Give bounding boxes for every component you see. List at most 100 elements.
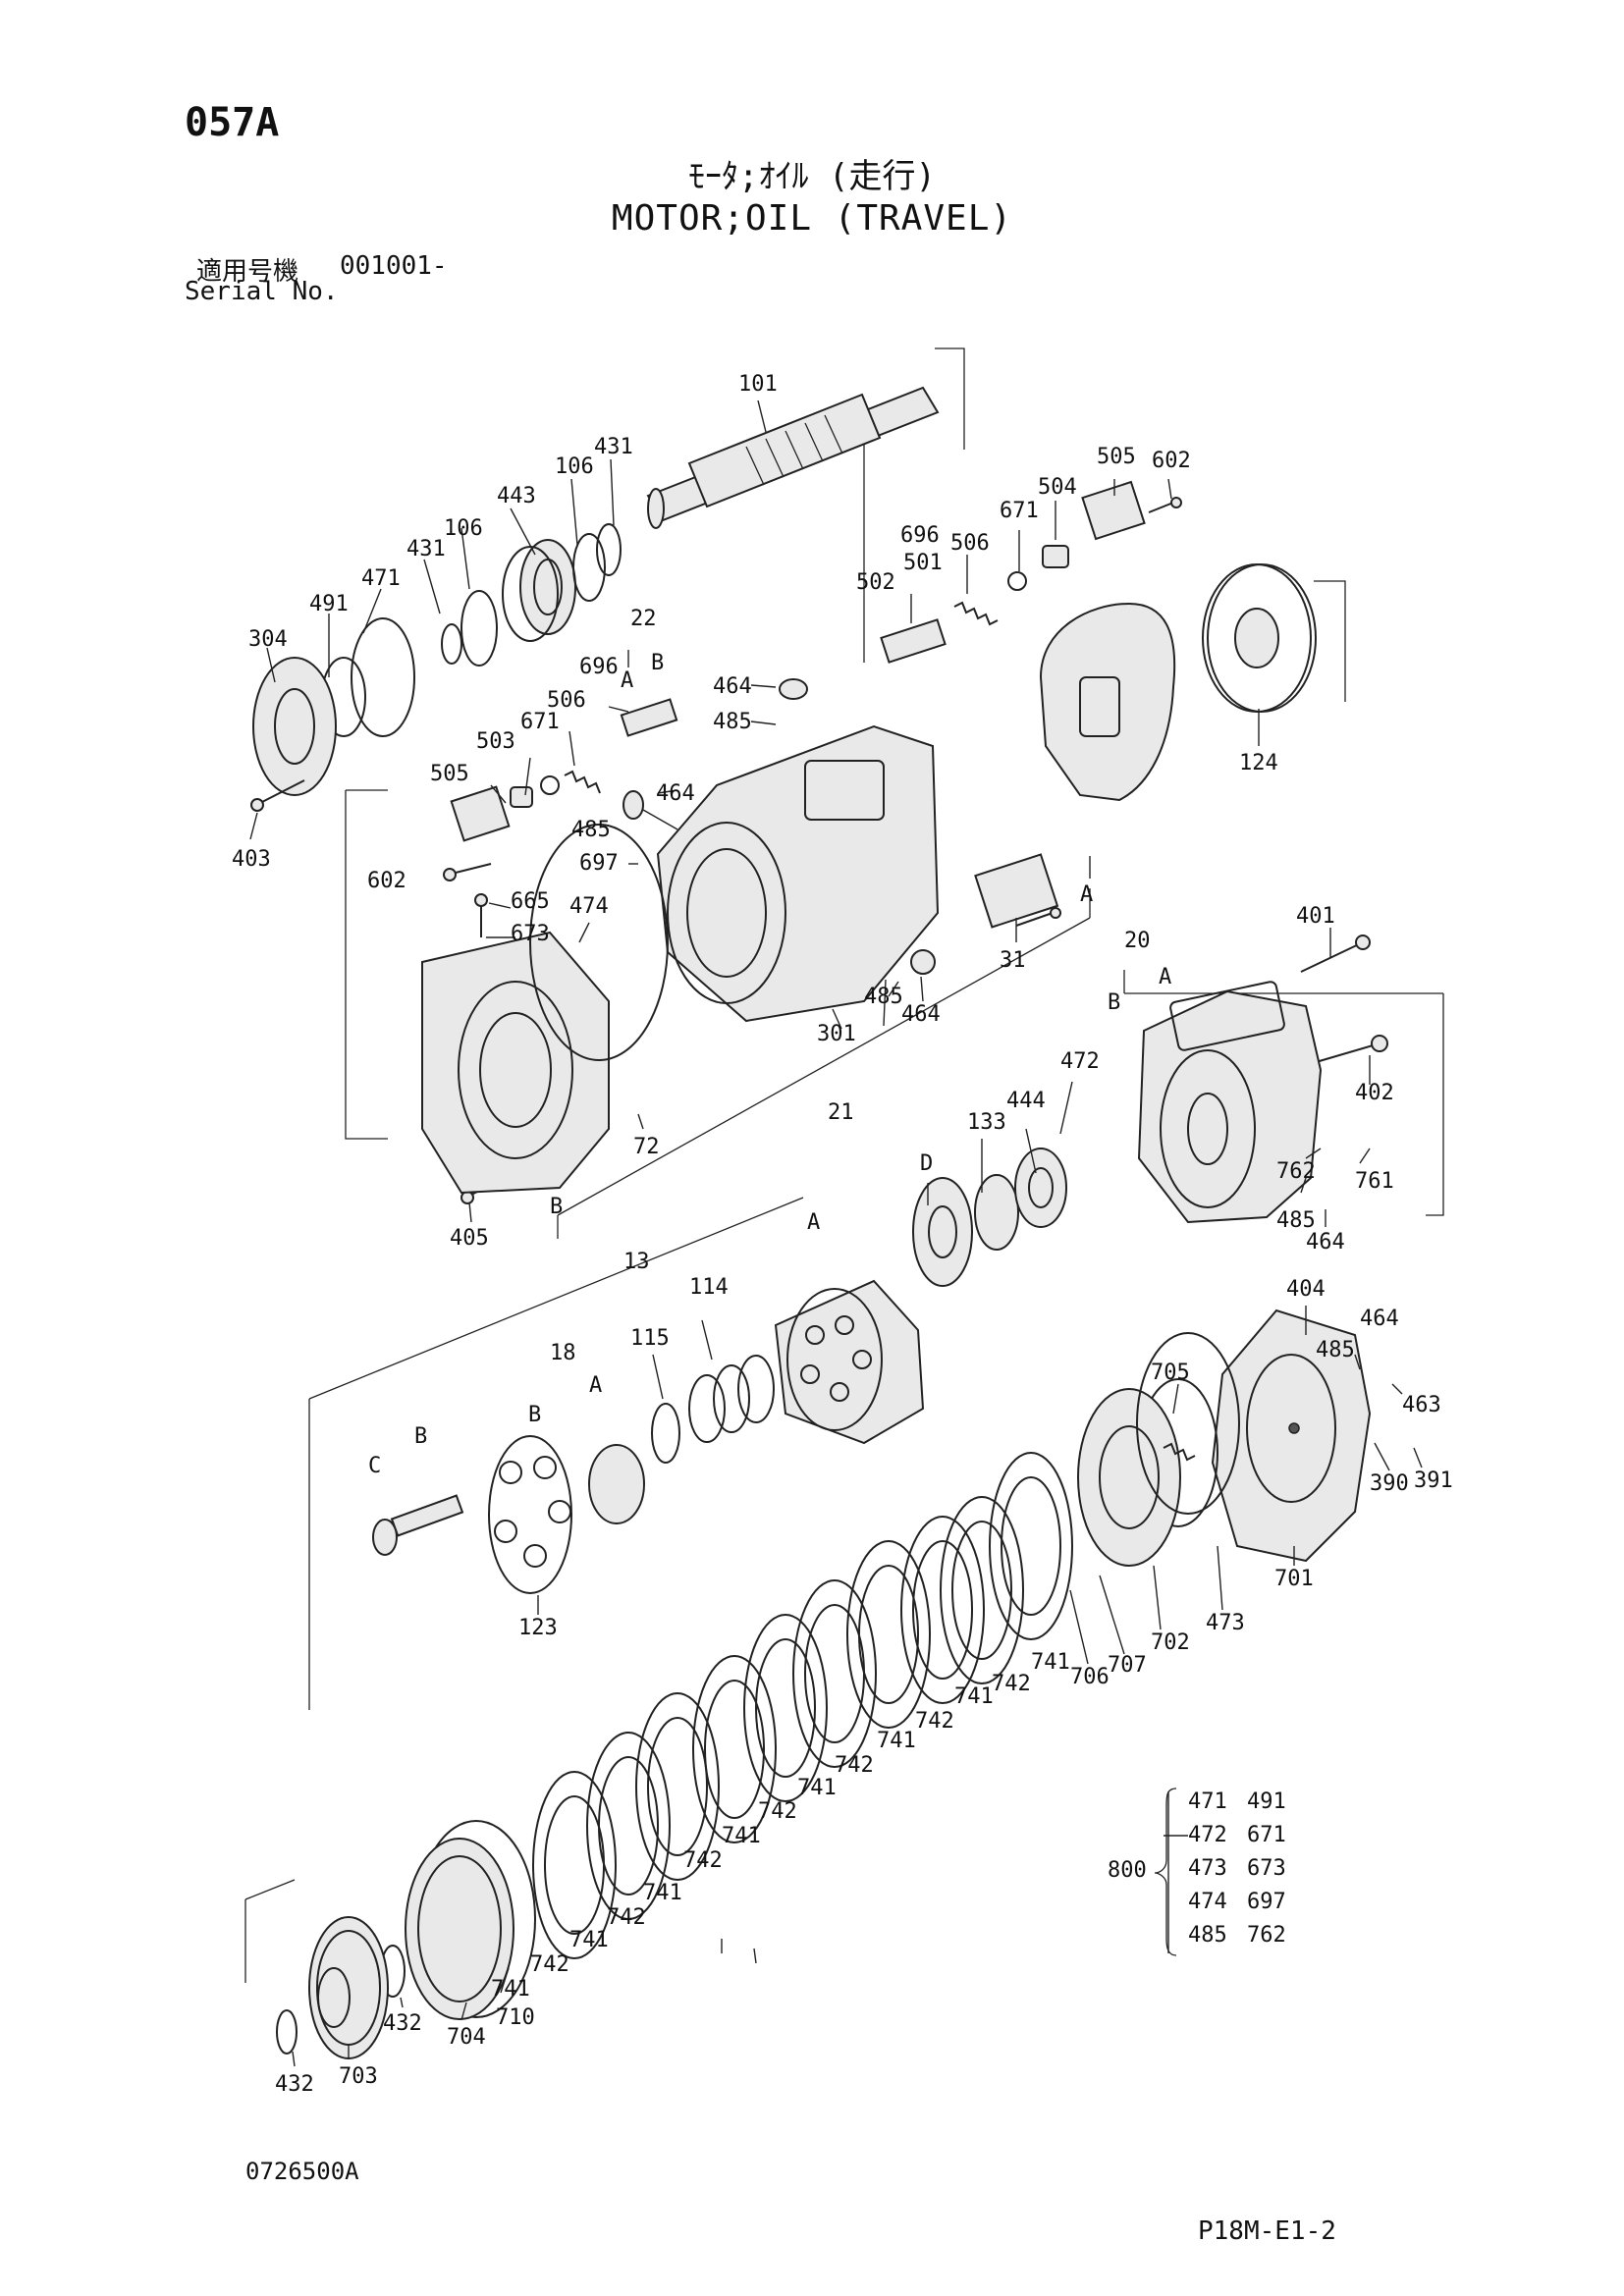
callout-21-b: B	[550, 1195, 563, 1219]
callout-485: 485	[571, 818, 611, 842]
callout-741: 741	[1031, 1650, 1070, 1675]
callout-431: 431	[406, 537, 446, 561]
callout-20: 20	[1124, 929, 1151, 953]
callout-502: 502	[856, 570, 895, 595]
housing-icon	[421, 563, 1372, 1563]
callout-443: 443	[497, 484, 536, 508]
callout-labels: 101 431 106 443 106 431 471 491 304 403 …	[232, 372, 1453, 2097]
callout-464: 464	[1360, 1307, 1399, 1331]
brake-piston	[1077, 1378, 1218, 1567]
drawing-code: 0726500A	[245, 2158, 359, 2185]
callout-403: 403	[232, 847, 271, 872]
callout-703: 703	[339, 2064, 378, 2089]
callout-31: 31	[1000, 948, 1026, 973]
callout-473: 473	[1206, 1611, 1245, 1635]
seal-icon	[252, 523, 622, 796]
callout-464: 464	[1306, 1230, 1345, 1255]
bolt-icon	[250, 497, 1388, 1347]
callout-114: 114	[689, 1275, 729, 1300]
callout-115: 115	[630, 1326, 670, 1351]
callout-505: 505	[430, 762, 469, 786]
callout-472: 472	[1060, 1049, 1100, 1074]
callout-20-a: A	[1159, 965, 1171, 989]
callout-491: 491	[309, 592, 349, 616]
gear-icon	[308, 1916, 389, 2059]
callout-22: 22	[630, 607, 657, 631]
callout-707: 707	[1108, 1653, 1147, 1678]
serial-number-value: 001001-	[340, 251, 448, 281]
callout-72: 72	[633, 1135, 660, 1159]
shaft-icon	[646, 386, 940, 529]
callout-696: 696	[579, 655, 619, 679]
valve-icon	[450, 480, 1146, 975]
callout-463: 463	[1402, 1393, 1441, 1417]
callout-18-b: B	[528, 1403, 541, 1427]
page-reference: P18M-E1-2	[1198, 2216, 1336, 2246]
kit-row-5-a: 485	[1188, 1923, 1227, 1948]
kit-row-4-b: 697	[1247, 1890, 1286, 1914]
callout-742: 742	[758, 1799, 797, 1824]
callout-124: 124	[1239, 751, 1278, 775]
callout-301: 301	[817, 1022, 856, 1046]
leader-lines	[249, 400, 1423, 2067]
kit-row-2-b: 671	[1247, 1823, 1286, 1847]
callout-22-a: A	[621, 668, 633, 693]
callout-18: 18	[550, 1341, 576, 1365]
callout-741: 741	[954, 1684, 994, 1709]
callout-18-a: A	[589, 1373, 602, 1398]
kit-table: 800 471 491 472 671 473 673 474 697 485 …	[1108, 1788, 1286, 1956]
bearing-icon	[502, 539, 576, 642]
callout-123: 123	[518, 1616, 558, 1640]
callout-741: 741	[643, 1881, 682, 1905]
callout-742: 742	[530, 1952, 569, 1977]
callout-464: 464	[713, 674, 752, 699]
callout-20-b: B	[1108, 990, 1120, 1015]
kit-row-5-b: 762	[1247, 1923, 1286, 1948]
callout-742: 742	[915, 1709, 954, 1734]
callout-404: 404	[1286, 1277, 1326, 1302]
kit-row-3-b: 673	[1247, 1856, 1286, 1881]
callout-106: 106	[444, 516, 483, 541]
callout-673: 673	[511, 922, 550, 946]
callout-471: 471	[361, 566, 401, 591]
callout-701: 701	[1274, 1567, 1314, 1591]
callout-704: 704	[447, 2025, 486, 2050]
kit-number: 800	[1108, 1858, 1147, 1883]
callout-602: 602	[367, 869, 406, 893]
callout-13-b: B	[414, 1424, 427, 1449]
callout-602: 602	[1152, 449, 1191, 473]
callout-432: 432	[383, 2011, 422, 2036]
callout-741: 741	[797, 1776, 837, 1800]
serial-label-english: Serial No.	[185, 277, 339, 306]
callout-504: 504	[1038, 475, 1077, 500]
callout-401: 401	[1296, 904, 1335, 929]
kit-row-1-a: 471	[1188, 1789, 1227, 1814]
callout-665: 665	[511, 889, 550, 914]
callout-710: 710	[496, 2005, 535, 2030]
callout-671: 671	[1000, 499, 1039, 523]
callout-485: 485	[864, 985, 903, 1009]
callout-485: 485	[1276, 1208, 1316, 1233]
callout-671: 671	[520, 710, 560, 734]
callout-c: C	[368, 1454, 381, 1478]
callout-742: 742	[835, 1753, 874, 1778]
callout-391: 391	[1414, 1468, 1453, 1493]
callout-21: 21	[828, 1100, 854, 1125]
callout-702: 702	[1151, 1630, 1190, 1655]
seal-icon	[276, 1332, 1240, 2055]
title-english: MOTOR;OIL (TRAVEL)	[611, 198, 1013, 239]
callout-405: 405	[450, 1226, 489, 1251]
callout-431: 431	[594, 435, 633, 459]
kit-row-1-b: 491	[1247, 1789, 1286, 1814]
callout-13: 13	[623, 1250, 650, 1274]
callout-485: 485	[713, 710, 752, 734]
callout-706: 706	[1070, 1665, 1110, 1689]
callout-742: 742	[683, 1848, 723, 1873]
cylinder-block	[372, 1148, 1067, 1594]
kit-row-3-a: 473	[1188, 1856, 1227, 1881]
callout-101: 101	[738, 372, 778, 397]
callout-742: 742	[607, 1905, 646, 1930]
callout-464: 464	[656, 781, 695, 806]
callout-705: 705	[1151, 1361, 1190, 1385]
